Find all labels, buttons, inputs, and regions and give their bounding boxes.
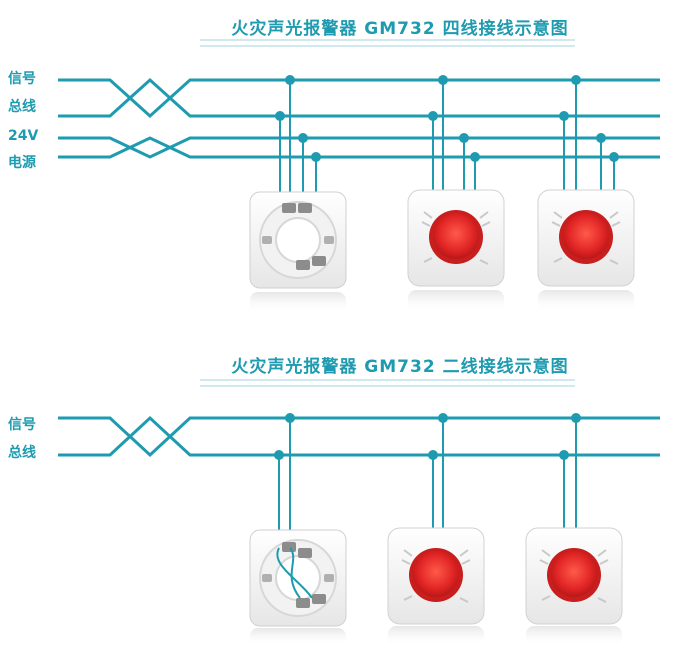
two-wire-title: 火灾声光报警器 GM732 二线接线示意图 (231, 357, 569, 377)
two-wire-signal-line-b (58, 415, 660, 457)
four-wire-power-line-a (58, 136, 660, 159)
two-wire-buses (58, 415, 660, 458)
two-wire-drops (274, 413, 581, 548)
label-24v: 24V (8, 128, 39, 144)
label-signal-2: 信号 (8, 417, 36, 433)
four-wire-signal-line-a (58, 78, 660, 119)
two-wire-base-module (249, 529, 347, 646)
four-wire-title: 火灾声光报警器 GM732 四线接线示意图 (231, 19, 569, 39)
two-wire-alarm-1 (387, 527, 485, 646)
four-wire-power-line-b (58, 136, 660, 159)
two-wire-signal-line-a (58, 416, 660, 458)
label-bus-1: 总线 (8, 99, 36, 115)
label-power: 电源 (8, 155, 36, 171)
four-wire-buses (58, 77, 660, 159)
four-wire-base-module (249, 191, 347, 314)
label-bus-2: 总线 (8, 445, 36, 461)
four-wire-signal-line-b (58, 77, 660, 118)
label-signal-1: 信号 (8, 71, 36, 87)
four-wire-alarm-2 (537, 189, 635, 312)
four-wire-alarm-1 (407, 189, 505, 312)
two-wire-alarm-2 (525, 527, 623, 646)
